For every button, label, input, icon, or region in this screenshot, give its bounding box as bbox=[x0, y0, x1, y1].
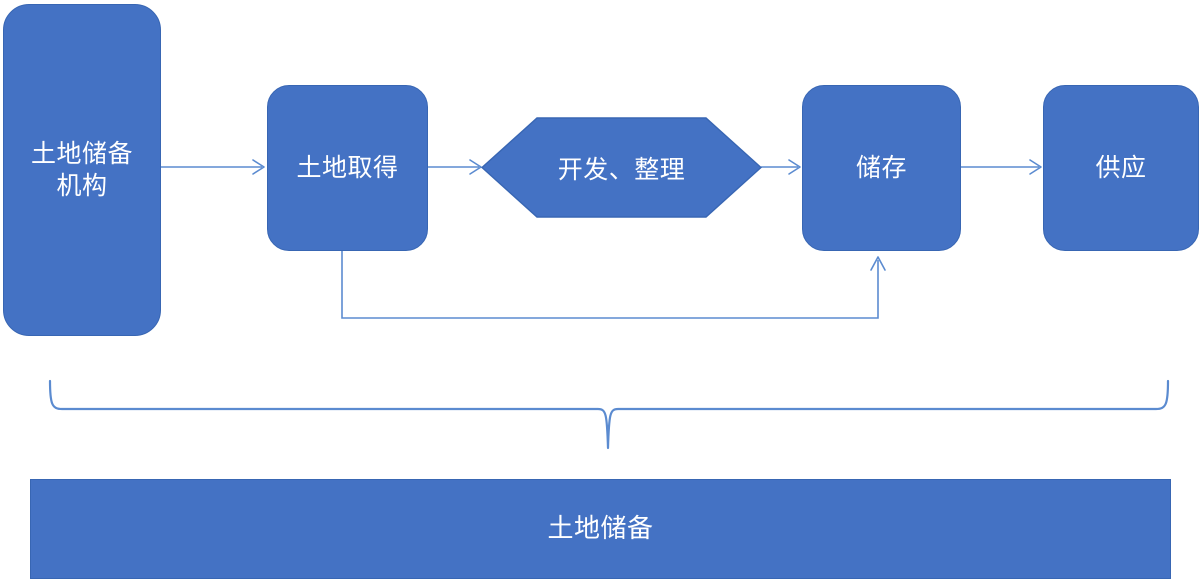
node-land-reserve-agency[interactable]: 土地储备 机构 bbox=[3, 4, 161, 336]
node-supply[interactable]: 供应 bbox=[1043, 85, 1199, 251]
edge-acquisition-to-development bbox=[428, 159, 482, 175]
node-label: 土地储备 机构 bbox=[30, 140, 133, 200]
node-land-reserve-summary[interactable]: 土地储备 bbox=[30, 479, 1171, 579]
node-land-acquisition[interactable]: 土地取得 bbox=[267, 85, 428, 251]
edge-acquisition-feedback-to-storage bbox=[341, 251, 886, 319]
node-label: 供应 bbox=[1095, 154, 1147, 182]
summary-brace bbox=[48, 379, 1170, 450]
node-development-and-consolidation[interactable]: 开发、整理 bbox=[481, 117, 762, 218]
edge-storage-to-supply bbox=[961, 159, 1042, 175]
hexagon-shape bbox=[481, 117, 762, 218]
node-label: 储存 bbox=[855, 154, 907, 182]
node-storage[interactable]: 储存 bbox=[802, 85, 961, 251]
edge-agency-to-acquisition bbox=[161, 159, 265, 175]
node-label: 土地储备 bbox=[547, 513, 654, 544]
edge-development-to-storage bbox=[761, 159, 801, 175]
node-label: 土地取得 bbox=[296, 154, 399, 182]
